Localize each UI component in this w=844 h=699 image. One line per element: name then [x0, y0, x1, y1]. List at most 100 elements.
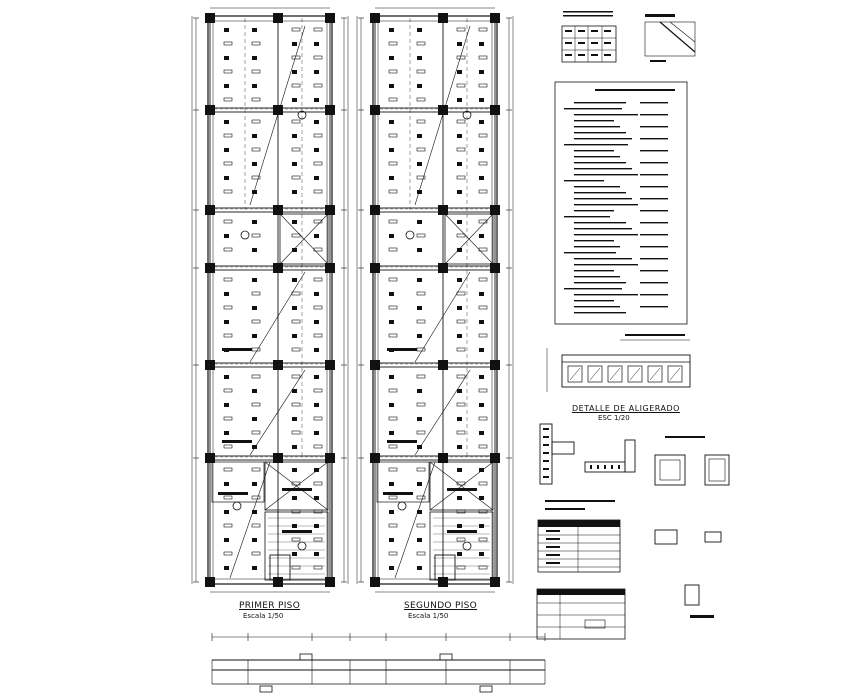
- rebar-outline: [251, 319, 261, 324]
- column: [438, 105, 448, 115]
- column: [438, 453, 448, 463]
- column: [370, 205, 380, 215]
- rebar-block: [314, 431, 319, 435]
- stirrup: [543, 460, 549, 462]
- rebar-block: [457, 468, 462, 472]
- rebar-outline: [251, 495, 261, 500]
- stair-box: [264, 511, 329, 581]
- beam-elevation: [211, 633, 546, 693]
- rebar-block: [457, 220, 462, 224]
- plan-scale-segundo-piso: Escala 1/50: [408, 612, 449, 620]
- rebar-block: [479, 176, 484, 180]
- rebar-outline: [223, 333, 233, 338]
- rebar-block: [314, 403, 319, 407]
- opening-cross: [264, 461, 329, 511]
- column: [370, 453, 380, 463]
- specs-line: [574, 174, 638, 176]
- rebar-outline: [388, 305, 398, 310]
- rebar-block: [292, 98, 297, 102]
- rebar-block: [457, 190, 462, 194]
- rebar-outline: [478, 444, 488, 449]
- rebar-outline: [456, 319, 466, 324]
- specs-line: [574, 138, 632, 140]
- specs-line: [574, 204, 638, 206]
- rebar-outline: [388, 416, 398, 421]
- rebar-block: [417, 162, 422, 166]
- column: [205, 263, 215, 273]
- specs-line: [574, 156, 620, 158]
- table-cell-text: [591, 30, 598, 32]
- rebar-outline: [388, 247, 398, 252]
- beam: [209, 455, 331, 461]
- floor-plan-primer-piso: [191, 7, 349, 593]
- rebar-block: [252, 190, 257, 194]
- schedule-title: [545, 500, 615, 502]
- rebar-block: [252, 162, 257, 166]
- rebar-outline: [291, 147, 301, 152]
- rebar-outline: [291, 537, 301, 542]
- outer-wall: [207, 15, 333, 585]
- column: [325, 105, 335, 115]
- specs-line: [564, 216, 610, 218]
- brick-hatch: [629, 367, 641, 381]
- rebar-outline: [223, 388, 233, 393]
- rebar-block: [479, 42, 484, 46]
- rebar-outline: [388, 523, 398, 528]
- rebar-block: [479, 320, 484, 324]
- column: [273, 13, 283, 23]
- rebar-outline: [291, 27, 301, 32]
- rebar-outline: [291, 83, 301, 88]
- specs-line: [574, 270, 614, 272]
- specs-line: [574, 300, 614, 302]
- rebar-outline: [388, 495, 398, 500]
- rebar-block: [417, 220, 422, 224]
- rebar-outline: [313, 55, 323, 60]
- stirrup: [543, 436, 549, 438]
- table-cell-text: [565, 42, 572, 44]
- stirrup: [611, 465, 613, 469]
- stirrup: [543, 428, 549, 430]
- rebar-outline: [416, 551, 426, 556]
- table-cell-text: [591, 54, 598, 56]
- column: [370, 577, 380, 587]
- slab-diagonal: [394, 461, 436, 579]
- rebar-outline: [223, 305, 233, 310]
- rebar-block: [417, 248, 422, 252]
- specs-value: [640, 162, 668, 164]
- column: [370, 263, 380, 273]
- column: [438, 577, 448, 587]
- column: [205, 577, 215, 587]
- rebar-block: [252, 278, 257, 282]
- rebar-block: [252, 510, 257, 514]
- rebar-block: [224, 148, 229, 152]
- rebar-outline: [456, 27, 466, 32]
- rebar-outline: [416, 119, 426, 124]
- detail-sheets: [536, 11, 730, 640]
- table-cell-text: [578, 30, 585, 32]
- rebar-block: [457, 278, 462, 282]
- column: [273, 577, 283, 587]
- rebar-block: [314, 234, 319, 238]
- rebar-block: [314, 98, 319, 102]
- rebar-outline: [313, 305, 323, 310]
- schedule-cell: [546, 530, 560, 532]
- rebar-outline: [416, 291, 426, 296]
- stirrup: [597, 465, 599, 469]
- duct-circle: [405, 230, 415, 240]
- rebar-outline: [223, 523, 233, 528]
- rebar-block: [389, 403, 394, 407]
- duct-circle: [240, 230, 250, 240]
- t-column-flange: [551, 441, 575, 455]
- specs-line: [574, 114, 638, 116]
- rebar-outline: [251, 119, 261, 124]
- callout-text: [625, 334, 685, 336]
- duct-circle: [462, 541, 472, 551]
- rebar-outline: [416, 175, 426, 180]
- rebar-outline: [223, 444, 233, 449]
- rebar-block: [252, 84, 257, 88]
- rebar-block: [314, 468, 319, 472]
- rebar-block: [457, 552, 462, 556]
- rebar-bar: [383, 492, 413, 495]
- specs-value: [640, 138, 668, 140]
- rebar-outline: [478, 481, 488, 486]
